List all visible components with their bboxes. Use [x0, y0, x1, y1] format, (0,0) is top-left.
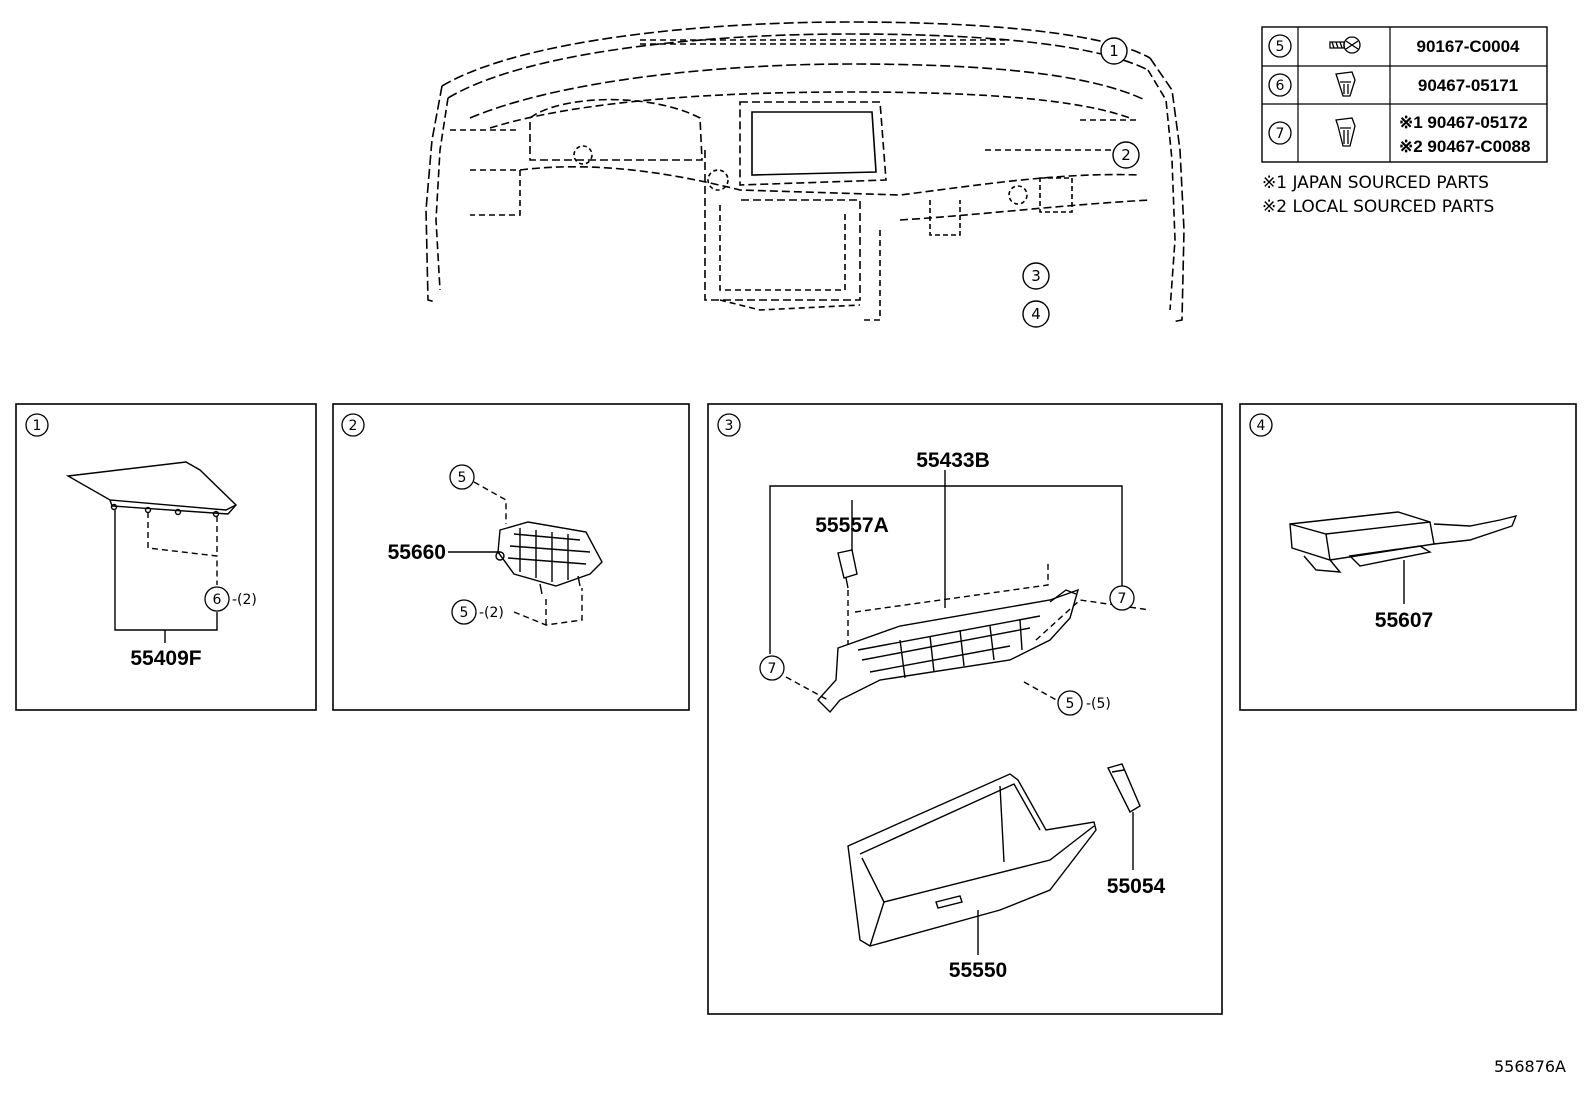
callout-4: 4 [1022, 300, 1050, 328]
svg-text:4: 4 [1031, 305, 1041, 323]
panel-4-part-drawing [1289, 511, 1518, 573]
panel-3-part-a: 55433B [916, 449, 990, 472]
panel-3-damper-drawing [1106, 763, 1141, 813]
panel-4: 4 55607 [1239, 403, 1577, 711]
svg-text:5: 5 [1276, 39, 1285, 55]
panel-3-left-clip-callout: 7 [768, 661, 777, 677]
table-note-2: ※2 LOCAL SOURCED PARTS [1262, 197, 1494, 217]
svg-text:2: 2 [1121, 146, 1131, 164]
panel-2-qty: -(2) [479, 605, 504, 621]
callout-3: 3 [1022, 262, 1050, 290]
panel-3-lamp-drawing [837, 549, 858, 589]
svg-text:90167-C0004: 90167-C0004 [1416, 37, 1520, 56]
panel-3-glove-box-drawing [847, 773, 1097, 947]
panel-2-callout: 2 [349, 418, 358, 434]
panel-2-top-fastener-callout: 5 [458, 470, 467, 486]
svg-text:6: 6 [1276, 78, 1285, 94]
instrument-panel-overview [425, 21, 1185, 323]
svg-text:※1 90467-05172: ※1 90467-05172 [1399, 113, 1528, 132]
panel-3-part-d: 55550 [949, 959, 1007, 982]
panel-1-part-drawing [65, 461, 238, 518]
callout-2: 2 [1112, 141, 1140, 169]
svg-text:7: 7 [1276, 126, 1285, 142]
callout-1: 1 [1100, 37, 1128, 65]
fastener-table: 5 90167-C0004 6 90467-05171 7 [1261, 26, 1548, 217]
panel-3-screw-callout: 5 [1066, 696, 1075, 712]
table-row: 5 90167-C0004 [1268, 34, 1520, 58]
panel-3-qty: -(5) [1086, 696, 1111, 712]
panel-3-right-clip-callout: 7 [1118, 591, 1127, 607]
panel-1-fastener-callout: 6 [213, 592, 222, 608]
panel-3-callout: 3 [725, 418, 734, 434]
svg-text:3: 3 [1031, 267, 1041, 285]
panel-2-part-number: 55660 [388, 541, 446, 564]
panel-2-bottom-fastener-callout: 5 [460, 605, 469, 621]
table-note-1: ※1 JAPAN SOURCED PARTS [1262, 173, 1489, 193]
panel-3-part-b: 55557A [815, 514, 889, 537]
panel-1: 1 6 -(2) 55409F [15, 403, 317, 711]
svg-text:1: 1 [1109, 42, 1119, 60]
panel-3-leaders [769, 470, 1123, 654]
svg-text:※2 90467-C0088: ※2 90467-C0088 [1399, 137, 1530, 156]
clip-icon [1335, 71, 1356, 97]
diagram-id: 556876A [1494, 1057, 1566, 1076]
overview-callouts: 1 2 3 4 [1022, 37, 1140, 328]
table-row: 7 ※1 90467-05172 ※2 90467-C0088 [1268, 113, 1530, 156]
panel-4-callout: 4 [1257, 418, 1266, 434]
table-row: 6 90467-05171 [1268, 71, 1518, 97]
panel-1-part-number: 55409F [130, 647, 201, 670]
panel-1-qty: -(2) [232, 592, 257, 608]
bolt-icon [1329, 36, 1361, 54]
clip-icon [1335, 117, 1356, 147]
svg-text:90467-05171: 90467-05171 [1418, 76, 1518, 95]
panel-3-part-c: 55054 [1107, 875, 1166, 898]
panel-3-compartment-frame-drawing [817, 588, 1080, 714]
panel-2-part-drawing [495, 521, 603, 595]
panel-1-leaders [114, 510, 218, 643]
panel-4-part-number: 55607 [1375, 609, 1433, 632]
panel-1-callout: 1 [33, 418, 42, 434]
panel-2: 2 5 55660 5 -(2) [332, 403, 690, 711]
panel-3: 3 55433B 55557A 7 7 5 -(5) [707, 403, 1223, 1015]
